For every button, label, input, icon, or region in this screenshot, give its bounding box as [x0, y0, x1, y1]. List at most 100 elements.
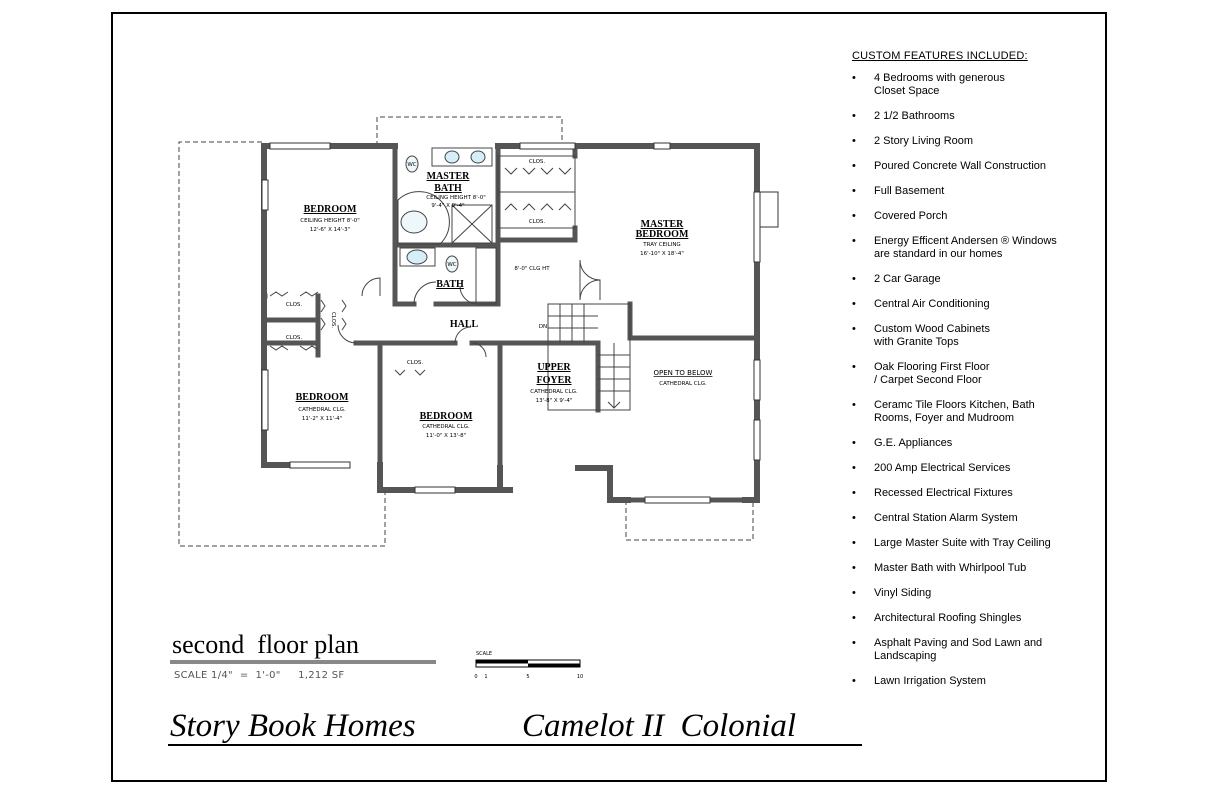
- feature-line: Energy Efficent Andersen ® Windows: [874, 235, 1057, 247]
- feature-line: are standard in our homes: [874, 248, 1003, 260]
- feature-line: 2 Story Living Room: [874, 135, 974, 147]
- company-name: Story Book Homes: [170, 708, 416, 744]
- feature-line: G.E. Appliances: [874, 437, 953, 449]
- master-bedroom-label-1: MASTER: [641, 219, 685, 230]
- feature-item: Architectural Roofing Shingles: [852, 612, 1092, 625]
- bath-label: BATH: [436, 279, 464, 290]
- features-panel: CUSTOM FEATURES INCLUDED: 4 Bedrooms wit…: [852, 50, 1092, 700]
- stairs: [547, 303, 631, 411]
- master-bath-label-2: BATH: [434, 183, 462, 194]
- feature-line: Architectural Roofing Shingles: [874, 612, 1022, 624]
- doors: [337, 259, 601, 358]
- feature-line: Central Station Alarm System: [874, 512, 1018, 524]
- scale-tick-0: 0: [474, 674, 477, 680]
- feature-line: Full Basement: [874, 185, 945, 197]
- scale-tick-5: 5: [526, 674, 529, 680]
- bath-fixtures: [397, 147, 497, 305]
- feature-item: Full Basement: [852, 185, 1092, 198]
- plan-title: second floor plan: [172, 630, 360, 659]
- feature-line: Poured Concrete Wall Construction: [874, 160, 1047, 172]
- feature-line: Vinyl Siding: [874, 587, 932, 599]
- bedroom1-ceiling: CEILING HEIGHT 8'-0": [300, 218, 360, 224]
- exterior-walls: [261, 143, 760, 503]
- upper-foyer-ceiling: CATHEDRAL CLG.: [530, 389, 578, 395]
- wc-label-master: WC: [407, 162, 416, 168]
- feature-item: 2 Story Living Room: [852, 135, 1092, 148]
- master-bath-label-1: MASTER: [427, 171, 471, 182]
- feature-item: Recessed Electrical Fixtures: [852, 487, 1092, 500]
- upper-foyer-label-1: UPPER: [537, 362, 571, 373]
- feature-line: Master Bath with Whirlpool Tub: [874, 562, 1027, 574]
- scale-tick-10: 10: [577, 674, 583, 680]
- feature-line: Central Air Conditioning: [874, 298, 990, 310]
- plan-title-rule: [170, 660, 436, 664]
- closet-label-bed3: CLOS.: [407, 360, 424, 366]
- stair-dn-label: DN: [539, 324, 547, 330]
- closets: [269, 155, 576, 376]
- bedroom3-size: 11'-0" X 13'-8": [426, 433, 466, 439]
- master-bath-ceiling: CEILING HEIGHT 8'-0": [426, 195, 486, 201]
- bedroom3-ceiling: CATHEDRAL CLG.: [422, 424, 470, 430]
- closet-label-hall: CLOS.: [330, 312, 336, 329]
- closet-label-bed2: CLOS.: [286, 335, 303, 341]
- closet-label-master-2: CLOS.: [529, 219, 546, 225]
- feature-line: Covered Porch: [874, 210, 948, 222]
- bedroom2-size: 11'-2" X 11'-4": [302, 416, 342, 422]
- feature-line: Large Master Suite with Tray Ceiling: [874, 537, 1051, 549]
- feature-item: Central Air Conditioning: [852, 298, 1092, 311]
- feature-item: G.E. Appliances: [852, 437, 1092, 450]
- feature-line: Custom Wood Cabinets: [874, 323, 990, 335]
- feature-item: Master Bath with Whirlpool Tub: [852, 562, 1092, 575]
- brand-rule: [168, 744, 862, 746]
- master-bedroom-ceiling: TRAY CEILING: [642, 242, 680, 248]
- feature-line: Lawn Irrigation System: [874, 675, 986, 687]
- master-bedroom-label-2: BEDROOM: [636, 229, 689, 240]
- closet-label-bed1: CLOS.: [286, 302, 303, 308]
- feature-line: Asphalt Paving and Sod Lawn and: [874, 637, 1043, 649]
- bedroom1-label: BEDROOM: [304, 204, 357, 215]
- scale-bar: SCALE 0 1 5 10: [474, 651, 583, 680]
- features-heading: CUSTOM FEATURES INCLUDED:: [852, 50, 1028, 62]
- bedroom2-ceiling: CATHEDRAL CLG.: [298, 407, 346, 413]
- feature-line: Ceramc Tile Floors Kitchen, Bath: [874, 399, 1035, 411]
- feature-item: Large Master Suite with Tray Ceiling: [852, 537, 1092, 550]
- plan-scale-text: SCALE 1/4" = 1'-0" 1,212 SF: [174, 670, 345, 681]
- scale-tick-1: 1: [484, 674, 487, 680]
- interior-walls: [261, 143, 760, 503]
- feature-item: Poured Concrete Wall Construction: [852, 160, 1092, 173]
- upper-foyer-size: 13'-8" X 9'-4": [536, 398, 573, 404]
- bedroom1-size: 12'-6" X 14'-3": [310, 227, 350, 233]
- feature-line: Closet Space: [874, 85, 940, 97]
- closet-label-master-1: CLOS.: [529, 159, 546, 165]
- feature-line: Recessed Electrical Fixtures: [874, 487, 1013, 499]
- feature-line: Landscaping: [874, 650, 937, 662]
- feature-line: 2 1/2 Bathrooms: [874, 110, 955, 122]
- bedroom3-label: BEDROOM: [420, 411, 473, 422]
- hall-ceiling: 8'-0" CLG HT: [514, 266, 550, 272]
- feature-line: 4 Bedrooms with generous: [874, 72, 1005, 84]
- model-name: Camelot II Colonial: [522, 708, 797, 744]
- feature-line: / Carpet Second Floor: [874, 374, 982, 386]
- feature-item: 2 Car Garage: [852, 273, 1092, 286]
- master-bath-size: 9'-4" X 9'-4": [431, 203, 464, 209]
- master-bedroom-size: 16'-10" X 18'-4": [640, 251, 684, 257]
- windows: [261, 142, 779, 504]
- bedroom2-label: BEDROOM: [296, 392, 349, 403]
- feature-line: Oak Flooring First Floor: [874, 361, 990, 373]
- feature-item: Asphalt Paving and Sod Lawn andLandscapi…: [852, 637, 1092, 663]
- feature-item: 2 1/2 Bathrooms: [852, 110, 1092, 123]
- feature-item: Vinyl Siding: [852, 587, 1092, 600]
- room-labels: BEDROOM CEILING HEIGHT 8'-0" 12'-6" X 14…: [286, 159, 713, 439]
- open-to-below-label: OPEN TO BELOW: [654, 369, 713, 377]
- feature-item: 200 Amp Electrical Services: [852, 462, 1092, 475]
- hall-label: HALL: [450, 319, 479, 330]
- upper-foyer-label-2: FOYER: [537, 375, 573, 386]
- dashed-outline: [178, 116, 754, 547]
- feature-item: Lawn Irrigation System: [852, 675, 1092, 688]
- feature-line: 200 Amp Electrical Services: [874, 462, 1011, 474]
